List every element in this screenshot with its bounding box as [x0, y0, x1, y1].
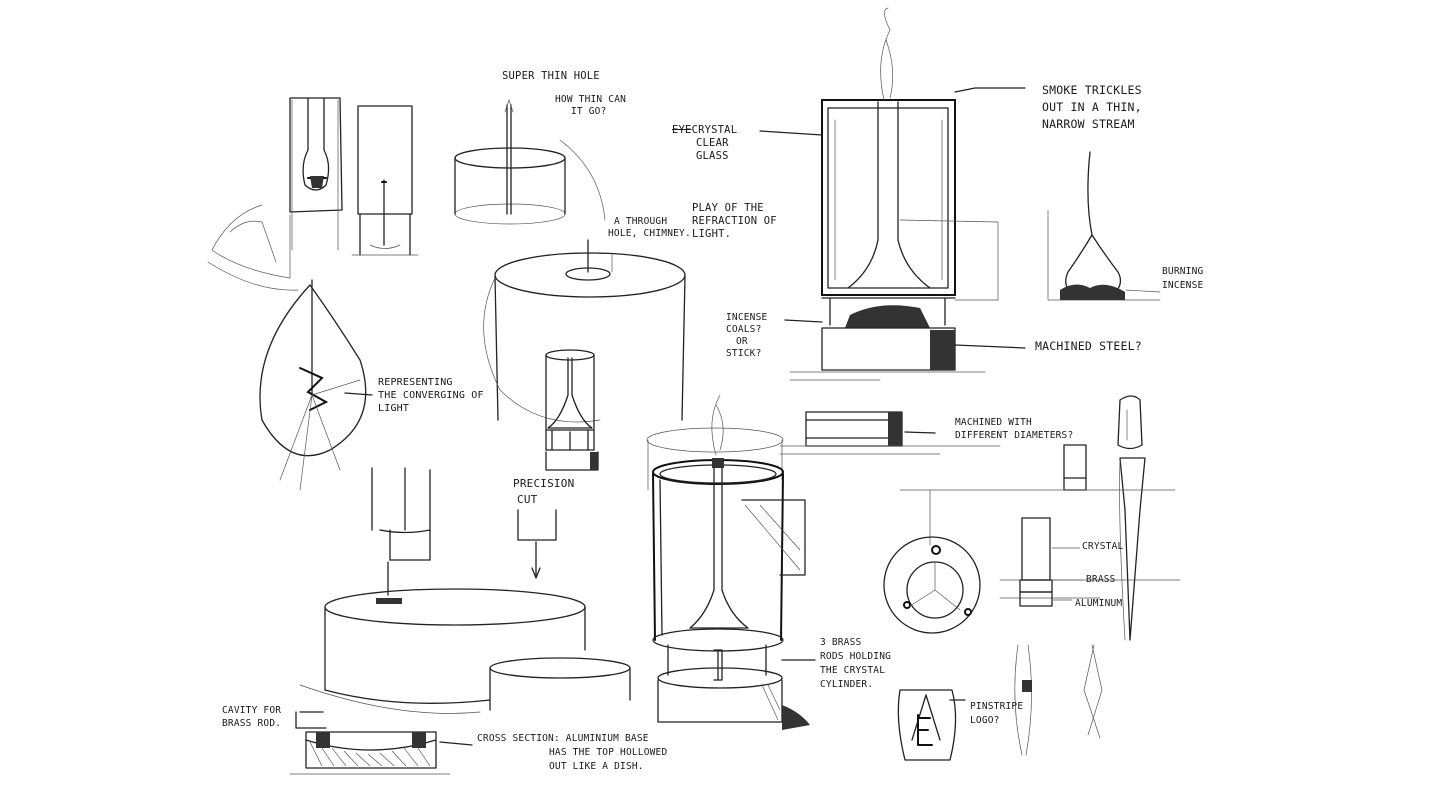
smoke-line-3: NARROW STREAM: [1042, 117, 1135, 131]
note-machined-steel: MACHINED STEEL?: [1035, 340, 1142, 353]
note-crystal-glass: EYECRYSTAL CLEAR GLASS: [672, 124, 737, 163]
cavity-line-2: BRASS ROD.: [222, 718, 282, 729]
crystal-strike-text: EYE: [672, 124, 692, 136]
note-cross-section: CROSS SECTION: ALUMINIUM BASE HAS THE TO…: [477, 732, 667, 774]
note-through-hole: A THROUGH HOLE, CHIMNEY.: [608, 216, 691, 240]
note-incense-coals: INCENSE COALS? OR STICK?: [726, 312, 767, 360]
diam-line-2: DIFFERENT DIAMETERS?: [955, 430, 1074, 441]
crystal-line-2: CLEAR: [696, 137, 729, 149]
note-brass-rods: 3 BRASS RODS HOLDING THE CRYSTAL CYLINDE…: [820, 636, 891, 692]
smoke-line-1: SMOKE TRICKLES: [1042, 83, 1142, 97]
front-elevation-sketch: [759, 7, 1026, 381]
main-lantern-sketch: [646, 394, 816, 730]
precision-line-1: PRECISION: [513, 477, 575, 490]
right-small-cylinder-sketch: [351, 105, 419, 256]
crystal-line-3: GLASS: [696, 150, 729, 162]
cross-line-1: CROSS SECTION: ALUMINIUM BASE: [477, 733, 649, 744]
how-thin-line-2: it go?: [571, 106, 607, 117]
note-precision-cut: PRECISION CUT: [513, 476, 574, 508]
smoke-line-2: OUT IN A THIN,: [1042, 100, 1142, 114]
incense-line-2: COALS?: [726, 324, 762, 335]
diam-line-1: MACHINED WITH: [955, 417, 1032, 428]
how-thin-line-1: How thin can: [555, 94, 627, 105]
note-different-diameters: MACHINED WITH DIFFERENT DIAMETERS?: [955, 416, 1073, 442]
material-crystal-text: CRYSTAL: [1082, 541, 1124, 552]
repr-line-3: LIGHT: [378, 403, 410, 414]
note-play-of-refraction: PLAY OF THE REFRACTION OF LIGHT.: [692, 202, 777, 241]
converging-light-sketch: [259, 279, 373, 491]
stem-detail-sketches: [899, 395, 1181, 641]
plan-view-sketch: [883, 536, 981, 634]
play-line-1: PLAY OF THE: [692, 202, 764, 214]
precision-line-2: CUT: [517, 493, 538, 506]
pinstripe-line-2: LOGO?: [970, 715, 1000, 726]
cavity-line-1: CAVITY FOR: [222, 705, 282, 716]
burning-line-1: BURNING: [1162, 266, 1204, 277]
cross-line-3: OUT LIKE A DISH.: [549, 761, 644, 772]
burning-incense-sketch: [1047, 151, 1161, 301]
through-line-1: A THROUGH: [614, 216, 668, 227]
through-line-2: HOLE, CHIMNEY.: [608, 228, 691, 239]
pinstripe-logo-sketch: [897, 689, 966, 761]
super-thin-hole-text: SUPER THIN HOLE: [502, 70, 600, 82]
note-super-thin-hole: SUPER THIN HOLE: [502, 70, 600, 83]
cross-section-sketch: [289, 711, 473, 775]
note-how-thin: How thin can it go?: [555, 94, 626, 118]
rod-profile-sketches: [1014, 644, 1103, 756]
note-smoke-trickles: SMOKE TRICKLES OUT IN A THIN, NARROW STR…: [1042, 82, 1142, 133]
cross-line-2: HAS THE TOP HOLLOWED: [549, 747, 668, 758]
material-stack-sketch: [1019, 517, 1083, 607]
diameter-section-sketch: [779, 411, 1001, 455]
material-aluminum-text: ALUMINUM: [1075, 598, 1123, 609]
note-brass-material: BRASS: [1086, 573, 1116, 586]
pinstripe-line-1: PINSTRIPE: [970, 701, 1024, 712]
rods-line-2: RODS HOLDING: [820, 651, 892, 662]
rods-line-1: 3 BRASS: [820, 637, 862, 648]
play-line-3: LIGHT.: [692, 228, 732, 240]
note-cavity-brass-rod: CAVITY FOR BRASS ROD.: [222, 704, 281, 730]
note-aluminum-material: ALUMINUM: [1075, 597, 1122, 610]
incense-line-4: STICK?: [726, 348, 762, 359]
note-crystal-material: CRYSTAL: [1082, 540, 1123, 553]
repr-line-1: REPRESENTING: [378, 377, 453, 388]
incense-line-1: INCENSE: [726, 312, 768, 323]
incense-line-3: OR: [736, 336, 748, 347]
left-small-cylinder-sketch: [207, 97, 343, 291]
crystal-line-1: CRYSTAL: [691, 124, 738, 136]
note-pinstripe-logo: PINSTRIPE LOGO?: [970, 700, 1023, 728]
thin-hole-disc-sketch: [454, 98, 606, 225]
chimney-cylinder-sketch: [483, 239, 686, 471]
note-burning-incense: BURNING INCENSE: [1162, 265, 1203, 293]
dish-base-sketch: [299, 467, 631, 714]
rods-line-3: THE CRYSTAL: [820, 665, 886, 676]
play-line-2: REFRACTION OF: [692, 215, 777, 227]
burning-line-2: INCENSE: [1162, 280, 1204, 291]
rods-line-4: CYLINDER.: [820, 679, 874, 690]
material-brass-text: BRASS: [1086, 574, 1116, 585]
machined-steel-text: MACHINED STEEL?: [1035, 339, 1142, 353]
note-representing-light: REPRESENTING THE CONVERGING OF LIGHT: [378, 376, 484, 415]
repr-line-2: THE CONVERGING OF: [378, 390, 484, 401]
